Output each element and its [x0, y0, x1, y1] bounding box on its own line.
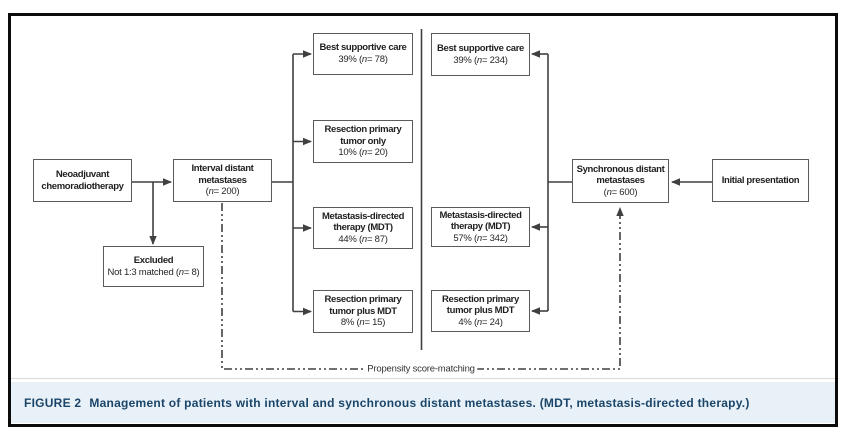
node-synchronous-mdt: Metastasis-directed therapy (MDT) 57% (n…	[431, 207, 530, 247]
node-title: tumor plus MDT	[446, 305, 515, 317]
node-title: therapy (MDT)	[450, 221, 511, 233]
node-title: Interval distant	[191, 163, 254, 175]
node-title: Neoadjuvant	[55, 168, 110, 180]
node-count: (n= 200)	[205, 186, 240, 198]
node-count: 10% (n= 20)	[338, 147, 388, 159]
figure-caption-band: FIGURE 2 Management of patients with int…	[11, 382, 835, 423]
node-count: 4% (n= 24)	[458, 316, 503, 328]
node-count: Not 1:3 matched (n= 8)	[107, 266, 200, 278]
node-title: Excluded	[133, 254, 174, 266]
node-title: Synchronous distant	[576, 163, 665, 175]
node-interval-resection-plus-mdt: Resection primary tumor plus MDT 8% (n= …	[313, 290, 413, 333]
node-interval-distant-metastases: Interval distant metastases (n= 200)	[173, 159, 272, 202]
node-count: 39% (n= 78)	[338, 54, 388, 65]
figure-caption-text: Management of patients with interval and…	[89, 395, 750, 410]
node-title: Metastasis-directed	[439, 209, 522, 221]
node-title: Resection primary	[442, 293, 519, 305]
node-excluded: Excluded Not 1:3 matched (n= 8)	[103, 246, 204, 287]
node-title: Initial presentation	[721, 174, 800, 186]
node-initial-presentation: Initial presentation	[712, 159, 809, 202]
propensity-matching-label: Propensity score-matching	[364, 363, 478, 375]
node-title: Best supportive care	[437, 42, 524, 54]
node-count: 8% (n= 15)	[340, 317, 386, 329]
node-title: Metastasis-directed	[321, 210, 405, 222]
node-synchronous-distant-metastases: Synchronous distant metastases (n= 600)	[572, 159, 669, 203]
figure-caption-label: FIGURE 2	[24, 395, 82, 410]
node-title: tumor only	[340, 135, 386, 147]
node-title: Resection primary	[324, 124, 402, 136]
node-count: 44% (n= 87)	[338, 233, 388, 245]
node-title: therapy (MDT)	[333, 222, 393, 234]
figure-image-edge	[11, 378, 835, 379]
node-interval-mdt: Metastasis-directed therapy (MDT) 44% (n…	[313, 207, 413, 249]
node-count: (n= 600)	[603, 186, 638, 198]
node-neoadjuvant: Neoadjuvant chemoradiotherapy	[33, 159, 132, 202]
node-title: tumor plus MDT	[329, 305, 397, 317]
node-interval-best-supportive-care: Best supportive care 39% (n= 78)	[313, 33, 413, 75]
node-count: 57% (n= 342)	[453, 232, 508, 244]
node-title: metastases	[198, 174, 247, 186]
node-synchronous-best-supportive-care: Best supportive care 39% (n= 234)	[431, 33, 530, 76]
node-title: chemoradiotherapy	[41, 180, 124, 192]
node-title: metastases	[596, 175, 645, 187]
node-synchronous-resection-plus-mdt: Resection primary tumor plus MDT 4% (n= …	[431, 290, 530, 332]
node-title: Best supportive care	[319, 42, 407, 54]
node-interval-resection-primary-only: Resection primary tumor only 10% (n= 20)	[313, 120, 413, 163]
node-count: 39% (n= 234)	[453, 54, 508, 66]
figure-frame	[8, 13, 838, 427]
node-title: Resection primary	[324, 294, 402, 306]
